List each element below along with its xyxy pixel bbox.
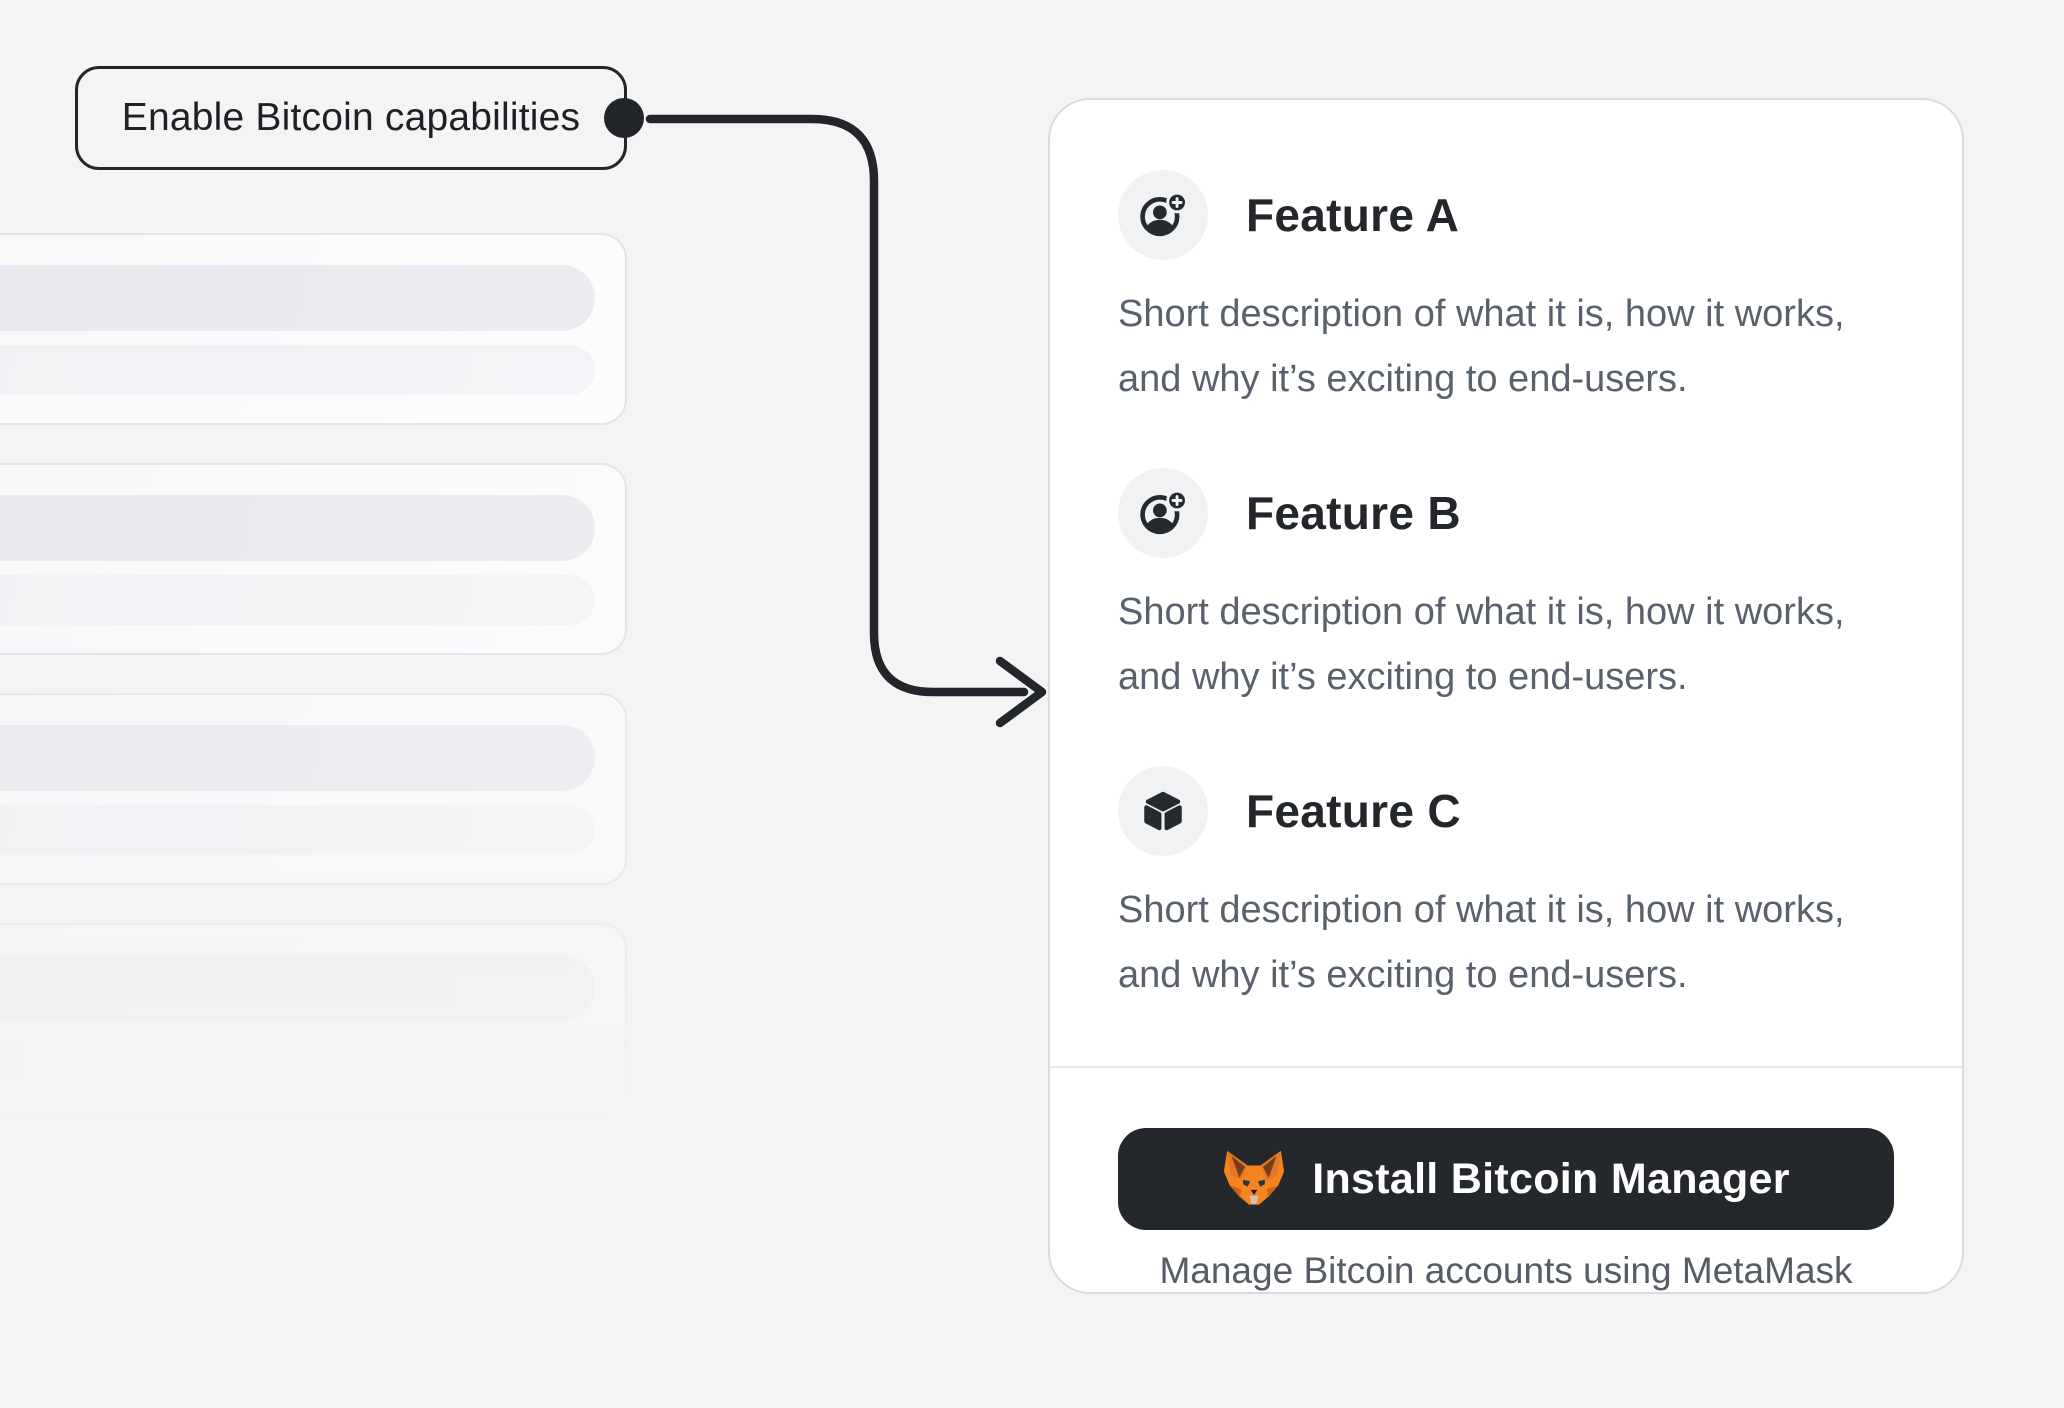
- feature-card: Feature A Short description of what it i…: [1048, 98, 1964, 1294]
- feature-section-c: Feature C Short description of what it i…: [1118, 766, 1894, 1008]
- feature-title: Feature A: [1246, 189, 1460, 241]
- skeleton-card: [0, 693, 627, 885]
- feature-header: Feature A: [1118, 170, 1894, 260]
- feature-description: Short description of what it is, how it …: [1118, 591, 1845, 698]
- card-footer: Install Bitcoin Manager Manage Bitcoin a…: [1050, 1068, 1962, 1292]
- skeleton-bar: [0, 805, 595, 855]
- callout-label: Enable Bitcoin capabilities: [75, 66, 644, 170]
- feature-icon-circle: [1118, 766, 1208, 856]
- feature-title: Feature C: [1246, 785, 1461, 837]
- skeleton-card: [0, 233, 627, 425]
- install-caption: Manage Bitcoin accounts using MetaMask: [1159, 1250, 1853, 1291]
- install-button-label: Install Bitcoin Manager: [1312, 1154, 1790, 1203]
- skeleton-card: [0, 463, 627, 655]
- person-add-icon: [1140, 489, 1188, 535]
- skeleton-bar: [0, 955, 595, 1021]
- skeleton-stack: [0, 233, 627, 1345]
- feature-section-a: Feature A Short description of what it i…: [1118, 170, 1894, 412]
- feature-description: Short description of what it is, how it …: [1118, 293, 1845, 400]
- feature-description: Short description of what it is, how it …: [1118, 889, 1845, 996]
- skeleton-bar: [0, 265, 595, 331]
- feature-header: Feature B: [1118, 468, 1894, 558]
- skeleton-bar: [0, 1035, 595, 1085]
- skeleton-bar: [0, 495, 595, 561]
- skeleton-bar: [0, 1185, 595, 1251]
- card-divider: [1050, 1066, 1962, 1068]
- feature-icon-circle: [1118, 468, 1208, 558]
- skeleton-bar: [0, 1265, 595, 1315]
- skeleton-bar: [0, 725, 595, 791]
- feature-title: Feature B: [1246, 487, 1461, 539]
- connector-dot: [604, 98, 644, 138]
- callout-label-text: Enable Bitcoin capabilities: [121, 96, 581, 139]
- metamask-fox-icon: [1224, 1150, 1285, 1205]
- feature-header: Feature C: [1118, 766, 1894, 856]
- person-add-icon: [1140, 191, 1188, 237]
- skeleton-bar: [0, 575, 595, 625]
- feature-icon-circle: [1118, 170, 1208, 260]
- cube-icon: [1144, 791, 1182, 831]
- install-bitcoin-manager-button[interactable]: Install Bitcoin Manager: [1118, 1128, 1894, 1230]
- feature-list: Feature A Short description of what it i…: [1050, 100, 1962, 1066]
- skeleton-card: [0, 923, 627, 1115]
- skeleton-bar: [0, 345, 595, 395]
- feature-section-b: Feature B Short description of what it i…: [1118, 468, 1894, 710]
- skeleton-card: [0, 1153, 627, 1345]
